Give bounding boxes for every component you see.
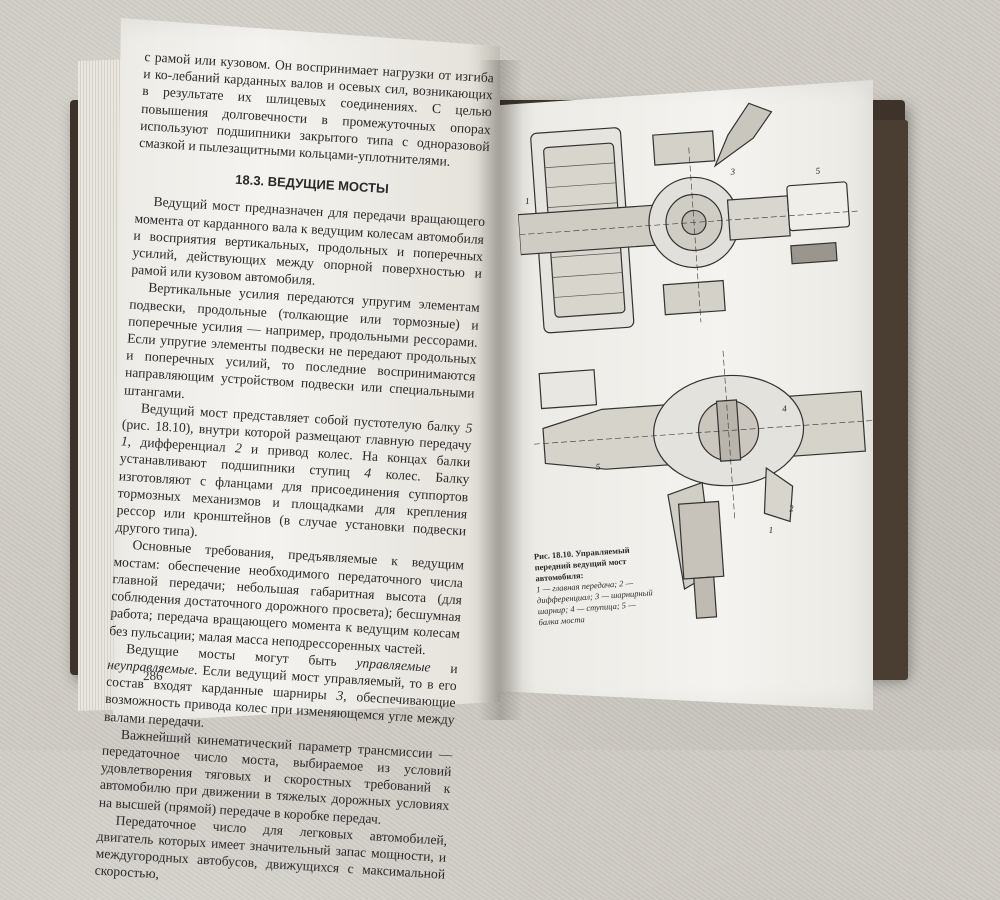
- callout-5-bottom: 5: [595, 462, 601, 472]
- left-page: [112, 18, 500, 723]
- callout-1-top: 1: [525, 196, 530, 206]
- top-view-drawing: [517, 102, 859, 334]
- drive-axle-drawing: 1 3 5 5 4 2 1: [517, 102, 874, 619]
- caption-legend: 1 — главная передача; 2 — дифференциал; …: [535, 577, 654, 628]
- callout-3: 3: [729, 166, 736, 176]
- left-page-text: с рамой или кузовом. Он воспринимает наг…: [94, 48, 494, 900]
- callout-5-top: 5: [815, 166, 821, 176]
- callout-2: 2: [789, 503, 795, 513]
- diagram-labels: 1 3 5 5 4 2 1: [525, 166, 821, 535]
- page-number: 286: [142, 667, 163, 684]
- right-page-content: 1 3 5 5 4 2 1 Рис. 18.10. Управляемый пе…: [510, 76, 898, 659]
- paragraph-forces: Вертикальные усилия передаются упругим э…: [123, 280, 481, 402]
- paragraph-structure: Ведущий мост представляет собой пустотел…: [115, 400, 473, 540]
- bottom-view-drawing: [534, 350, 874, 619]
- figure-caption: Рис. 18.10. Управляемый передний ведущий…: [534, 543, 657, 628]
- callout-1-bottom: 1: [768, 525, 773, 535]
- book-cover-edge: [868, 120, 908, 680]
- paragraph-intro: с рамой или кузовом. Он воспринимает наг…: [138, 48, 495, 169]
- callout-4: 4: [782, 403, 788, 413]
- book-spine: [478, 60, 523, 720]
